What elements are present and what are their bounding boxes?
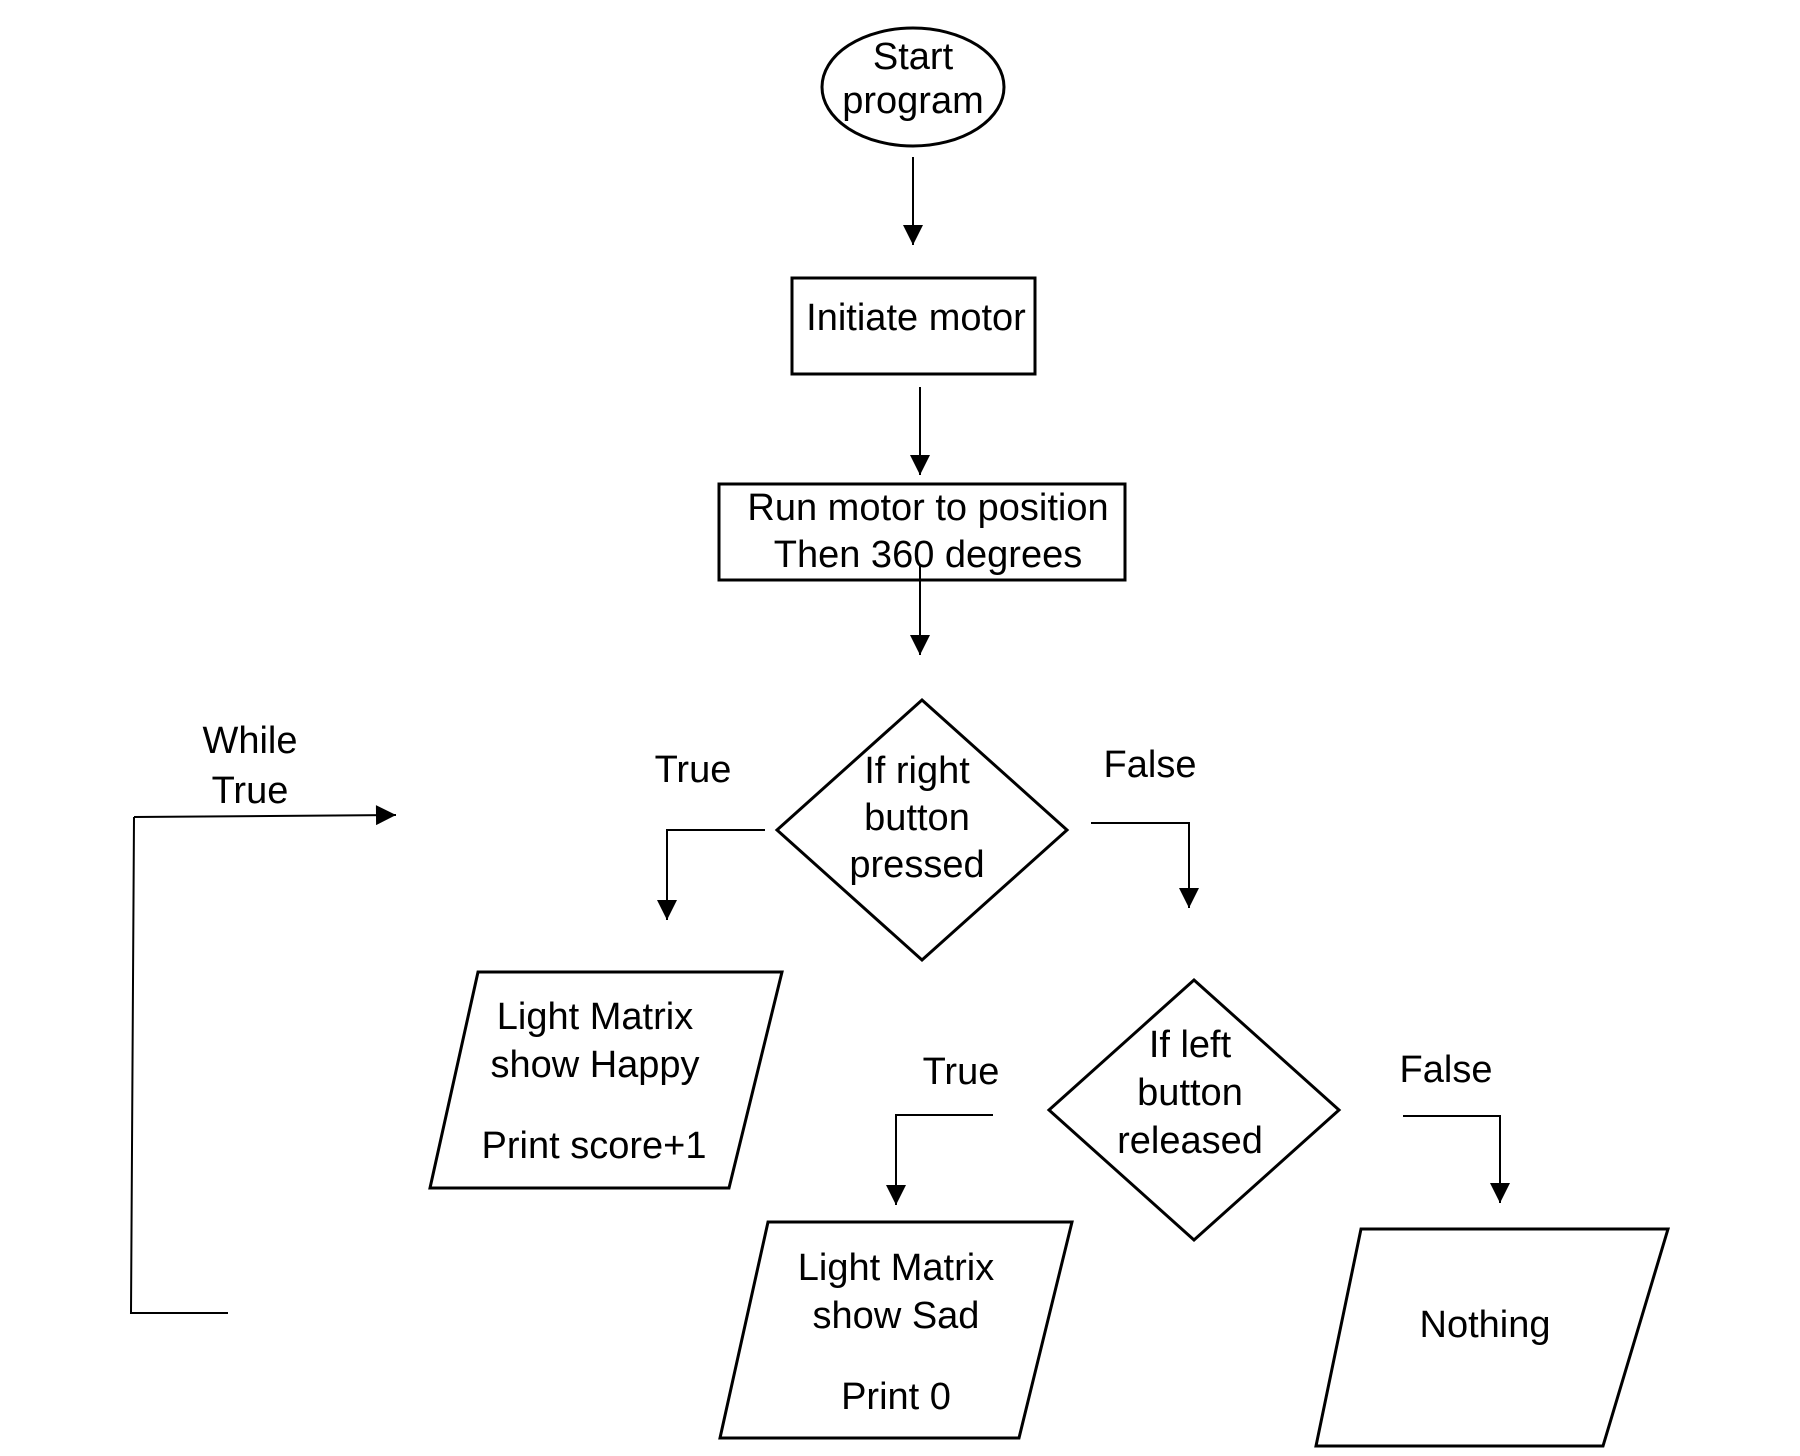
right-false-label: False bbox=[1104, 744, 1197, 786]
start-node: Start program bbox=[820, 26, 1006, 148]
decision-left-line-3: released bbox=[1117, 1120, 1263, 1162]
sad-parallelogram bbox=[718, 1220, 1074, 1440]
right-true-label: True bbox=[655, 749, 732, 791]
nothing-label: Nothing bbox=[1420, 1304, 1551, 1346]
loop-line bbox=[129, 816, 228, 1314]
connector-right-true bbox=[657, 829, 765, 920]
run-motor-label-line-1: Run motor to position bbox=[747, 487, 1108, 529]
left-false-label: False bbox=[1400, 1049, 1493, 1091]
happy-node: Light Matrix show Happy Print score+1 bbox=[428, 970, 784, 1190]
run-motor-node: Run motor to position Then 360 degrees bbox=[717, 482, 1127, 582]
run-motor-label-line-2: Then 360 degrees bbox=[774, 534, 1082, 576]
init-motor-box bbox=[790, 276, 1037, 376]
decision-left-node: If left button released bbox=[1046, 977, 1342, 1243]
sad-node: Light Matrix show Sad Print 0 bbox=[718, 1220, 1074, 1440]
connector-right-false bbox=[1091, 822, 1199, 908]
decision-left-diamond bbox=[1046, 977, 1342, 1243]
connector-left-false bbox=[1403, 1115, 1510, 1203]
start-ellipse bbox=[820, 26, 1006, 148]
init-motor-node: Initiate motor bbox=[790, 276, 1037, 376]
happy-parallelogram bbox=[428, 970, 784, 1190]
connector-left-true bbox=[886, 1114, 993, 1205]
decision-right-line-3: pressed bbox=[849, 844, 984, 886]
left-true-label: True bbox=[923, 1051, 1000, 1093]
sad-line-1: Light Matrix bbox=[798, 1247, 994, 1289]
happy-line-3: Print score+1 bbox=[482, 1125, 707, 1167]
start-label-line-2: program bbox=[842, 80, 984, 122]
happy-line-2: show Happy bbox=[490, 1044, 699, 1086]
sad-line-2: show Sad bbox=[813, 1295, 980, 1337]
sad-line-3: Print 0 bbox=[841, 1376, 951, 1418]
nothing-parallelogram bbox=[1314, 1227, 1671, 1448]
happy-line-1: Light Matrix bbox=[497, 996, 693, 1038]
decision-right-line-2: button bbox=[864, 797, 970, 839]
nothing-node: Nothing bbox=[1314, 1227, 1671, 1448]
decision-right-line-1: If right bbox=[864, 750, 970, 792]
decision-right-node: If right button pressed bbox=[774, 697, 1070, 963]
decision-left-line-1: If left bbox=[1149, 1024, 1232, 1066]
run-motor-box bbox=[717, 482, 1127, 582]
decision-right-diamond bbox=[774, 697, 1070, 963]
start-label-line-1: Start bbox=[873, 36, 954, 78]
loop-label-line-1: While bbox=[202, 720, 297, 762]
init-motor-label: Initiate motor bbox=[806, 297, 1026, 339]
decision-left-line-2: button bbox=[1137, 1072, 1243, 1114]
loop-arrow bbox=[133, 805, 397, 826]
loop-label-line-2: True bbox=[212, 770, 289, 812]
